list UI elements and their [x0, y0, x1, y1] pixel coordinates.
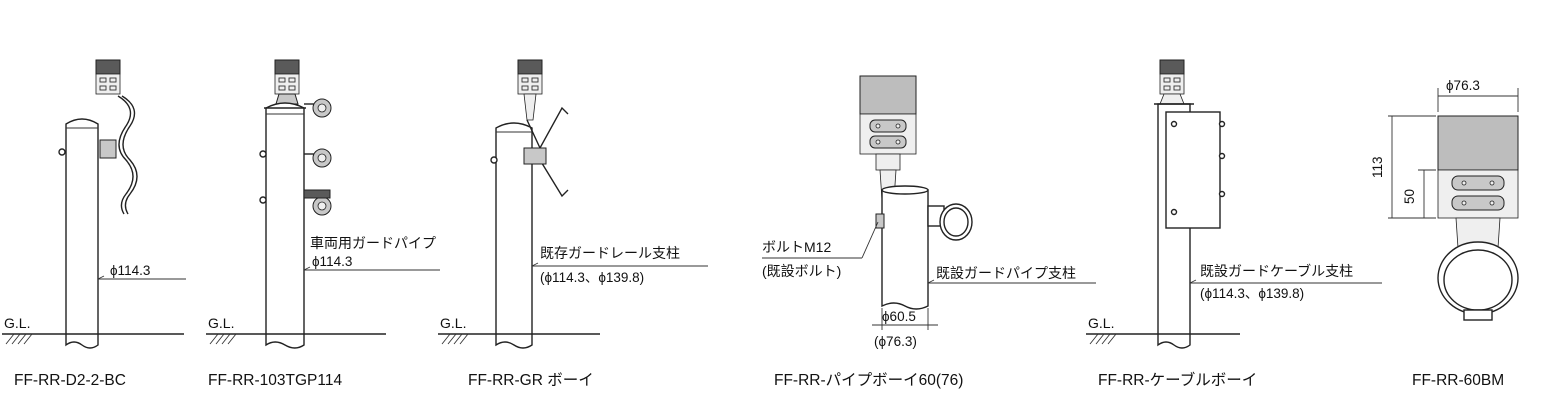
ground-line [206, 333, 386, 345]
pipe-band [1437, 241, 1519, 321]
existing-pipe-post [881, 189, 929, 310]
dimension-label: (ϕ114.3、ϕ139.8) [1200, 286, 1304, 301]
callout-label: 車両用ガードパイプ [310, 235, 436, 251]
ground-label: G.L. [4, 315, 30, 331]
guard-post [65, 118, 99, 349]
bolt-sublabel: (既設ボルト) [762, 263, 841, 279]
guard-rail-wave [117, 95, 134, 215]
lamp-unit [95, 59, 121, 95]
model-caption: FF-RR-パイプボーイ60(76) [774, 371, 963, 389]
lamp-unit-large [859, 75, 917, 171]
ground-line [2, 333, 184, 345]
pipe-clamps [259, 98, 332, 216]
cable-box [1165, 111, 1221, 229]
ground-line [438, 333, 600, 345]
callout-label: 既存ガードレール支柱 [540, 245, 680, 261]
lamp-unit [1159, 59, 1185, 105]
callout-label: 既設ガードパイプ支柱 [936, 265, 1076, 281]
dimension-label: ϕ114.3 [110, 263, 150, 278]
dimension-secondary: (ϕ76.3) [874, 334, 917, 349]
figure-cable: G.L. 既設ガードケーブル支柱 (ϕ114.3、ϕ139.8) FF-RR-ケ… [1086, 59, 1382, 389]
dimension-primary: ϕ60.5 [882, 309, 916, 324]
dimension-label: (ϕ114.3、ϕ139.8) [540, 270, 644, 285]
model-caption: FF-RR-D2-2-BC [14, 372, 126, 389]
callout-label: 既設ガードケーブル支柱 [1200, 263, 1353, 279]
mount-bracket [523, 147, 547, 165]
bolt-label: ボルトM12 [762, 239, 831, 255]
lamp-unit [517, 59, 543, 121]
figure-pipe-60-76: ボルトM12 (既設ボルト) 既設ガードパイプ支柱 ϕ60.5 (ϕ76.3) … [762, 75, 1096, 389]
guard-rail-beam [526, 106, 569, 150]
model-caption: FF-RR-60BM [1412, 372, 1504, 389]
ground-label: G.L. [1088, 315, 1114, 331]
side-ring [927, 203, 973, 241]
dimension-label: ϕ114.3 [312, 254, 352, 269]
figure-60bm: ϕ76.3 113 50 FF-RR-60BM [1370, 78, 1519, 389]
figure-gr: G.L. 既存ガードレール支柱 (ϕ114.3、ϕ139.8) FF-RR-GR… [438, 59, 708, 389]
model-caption: FF-RR-103TGP114 [208, 372, 342, 389]
ground-label: G.L. [208, 315, 234, 331]
figure-d2-2-bc: G.L. ϕ114.3 FF-RR-D2-2-BC [2, 59, 186, 389]
ground-line [1086, 333, 1240, 345]
dimension-lamp: 50 [1402, 189, 1417, 204]
figure-103tgp114: G.L. 車両用ガードパイプ ϕ114.3 FF-RR-103TGP114 [206, 59, 440, 389]
guard-pipe-post [265, 102, 305, 349]
bolt [875, 213, 885, 229]
model-caption: FF-RR-GR ボーイ [468, 371, 594, 389]
dimension-top: ϕ76.3 [1446, 78, 1480, 93]
mount-bracket [99, 139, 117, 159]
guard-rail-post [495, 122, 533, 349]
model-caption: FF-RR-ケーブルボーイ [1098, 370, 1257, 389]
lamp-unit [274, 59, 300, 105]
ground-label: G.L. [440, 315, 466, 331]
dimension-height: 113 [1370, 156, 1385, 178]
